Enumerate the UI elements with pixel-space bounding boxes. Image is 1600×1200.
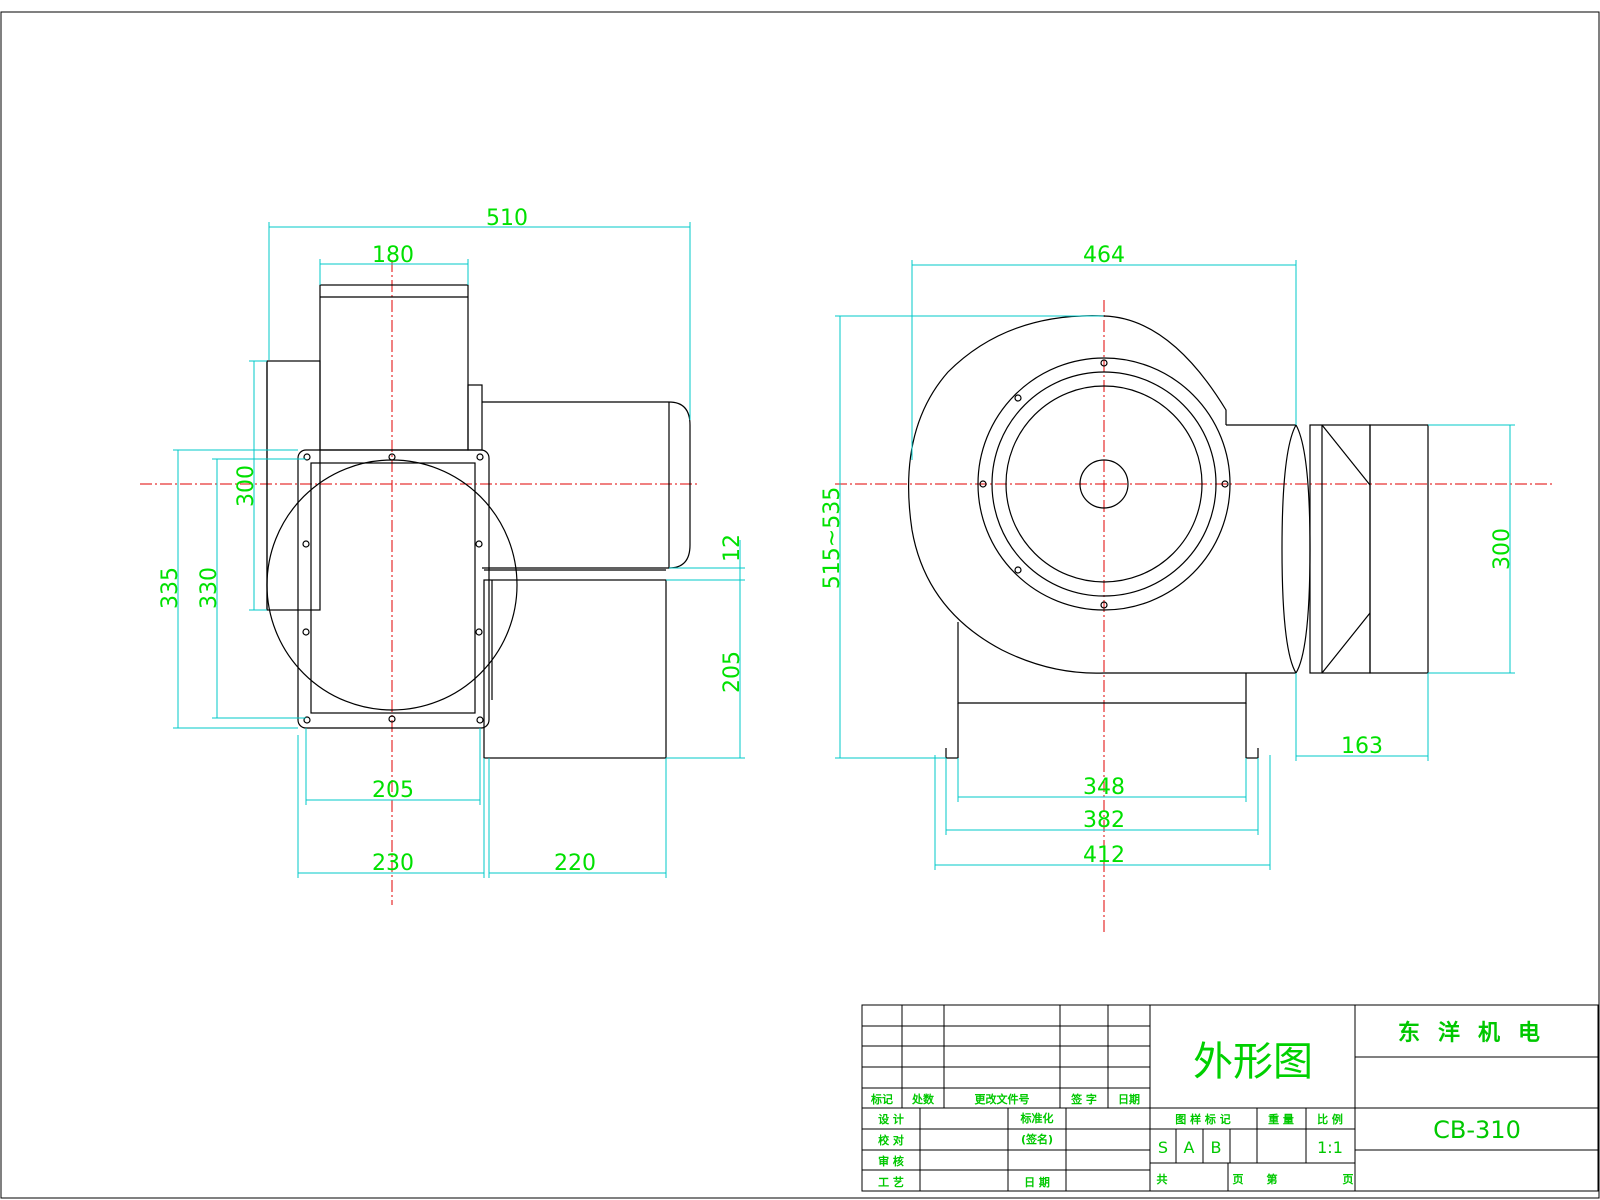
dim-12: 12 [720, 534, 745, 562]
dim-382: 382 [1083, 808, 1125, 833]
tb-total-page: 页 [1233, 1173, 1244, 1186]
title-block: 标记 处数 更改文件号 签 字 日期 设 计 校 对 审 核 工 艺 标准化 (… [861, 1004, 1599, 1192]
dim-205-vertical: 205 [720, 651, 745, 693]
dim-230: 230 [372, 851, 414, 876]
tb-header-change-doc: 更改文件号 [975, 1092, 1030, 1106]
tb-scale-label: 比 例 [1317, 1112, 1343, 1126]
dim-515-535: 515~535 [820, 487, 845, 589]
tb-row-check: 校 对 [878, 1133, 904, 1147]
dim-412: 412 [1083, 843, 1125, 868]
tb-header-count: 处数 [911, 1092, 935, 1106]
tb-header-sign: 签 字 [1070, 1092, 1097, 1106]
tb-total-label: 共 [1157, 1172, 1168, 1186]
model-number: CB-310 [1433, 1116, 1521, 1144]
dim-335: 335 [158, 567, 183, 609]
tb-weight-label: 重 量 [1268, 1112, 1294, 1126]
tb-date-label: 日 期 [1024, 1175, 1050, 1189]
tb-mark-s: S [1158, 1138, 1168, 1157]
tb-row-process: 工 艺 [878, 1175, 904, 1189]
tb-sheet-label: 第 [1267, 1172, 1278, 1186]
dim-330: 330 [197, 567, 222, 609]
front-view: 510 180 300 335 330 12 205 205 230 220 [140, 206, 745, 905]
drawing-title: 外形图 [1193, 1039, 1313, 1085]
dim-220: 220 [554, 851, 596, 876]
tb-sheet-mark-label: 图 样 标 记 [1175, 1112, 1231, 1126]
tb-header-date: 日期 [1118, 1092, 1140, 1106]
dim-205-horizontal: 205 [372, 778, 414, 803]
tb-mark-a: A [1184, 1138, 1195, 1157]
dim-348: 348 [1083, 775, 1125, 800]
tb-header-mark: 标记 [870, 1092, 893, 1106]
tb-sheet-page: 页 [1343, 1173, 1354, 1186]
dim-180: 180 [372, 243, 414, 268]
dim-300-side: 300 [1490, 528, 1515, 570]
tb-row-design: 设 计 [878, 1112, 904, 1126]
tb-std-label: 标准化 [1020, 1111, 1054, 1125]
tb-std-sub: (签名) [1021, 1132, 1053, 1146]
dim-510: 510 [486, 206, 528, 231]
drawing-border [0, 11, 1600, 1199]
tb-row-review: 审 核 [878, 1154, 904, 1168]
dim-464: 464 [1083, 243, 1125, 268]
tb-mark-b: B [1211, 1138, 1222, 1157]
side-view: 464 515~535 300 163 348 382 412 [820, 243, 1555, 935]
company-name: 东洋机电 [1398, 1020, 1558, 1046]
dim-300-front: 300 [234, 465, 259, 507]
dim-163: 163 [1341, 734, 1383, 759]
tb-scale-value: 1:1 [1317, 1138, 1343, 1157]
